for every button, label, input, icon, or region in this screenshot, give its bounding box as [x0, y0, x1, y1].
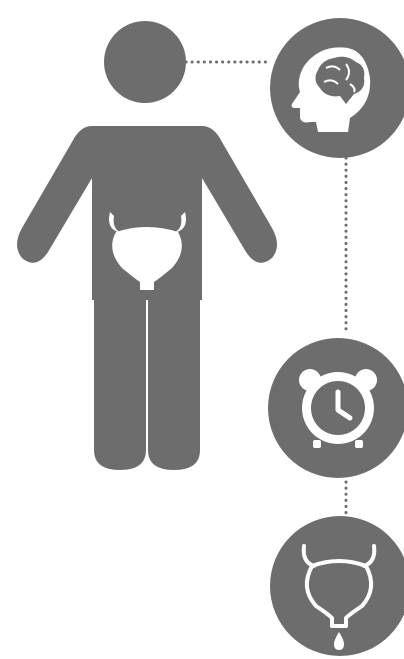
bladder-circle [270, 516, 404, 656]
leaking-bladder-icon [270, 516, 404, 656]
human-figure-icon [17, 21, 277, 470]
figure-left-leg [94, 290, 146, 470]
clock-foot-left [313, 440, 321, 448]
figure-head [104, 21, 186, 103]
figure-right-leg [148, 290, 200, 470]
clock-foot-right [355, 440, 363, 448]
brain-head-icon [270, 18, 404, 158]
alarm-clock-icon [268, 338, 404, 478]
